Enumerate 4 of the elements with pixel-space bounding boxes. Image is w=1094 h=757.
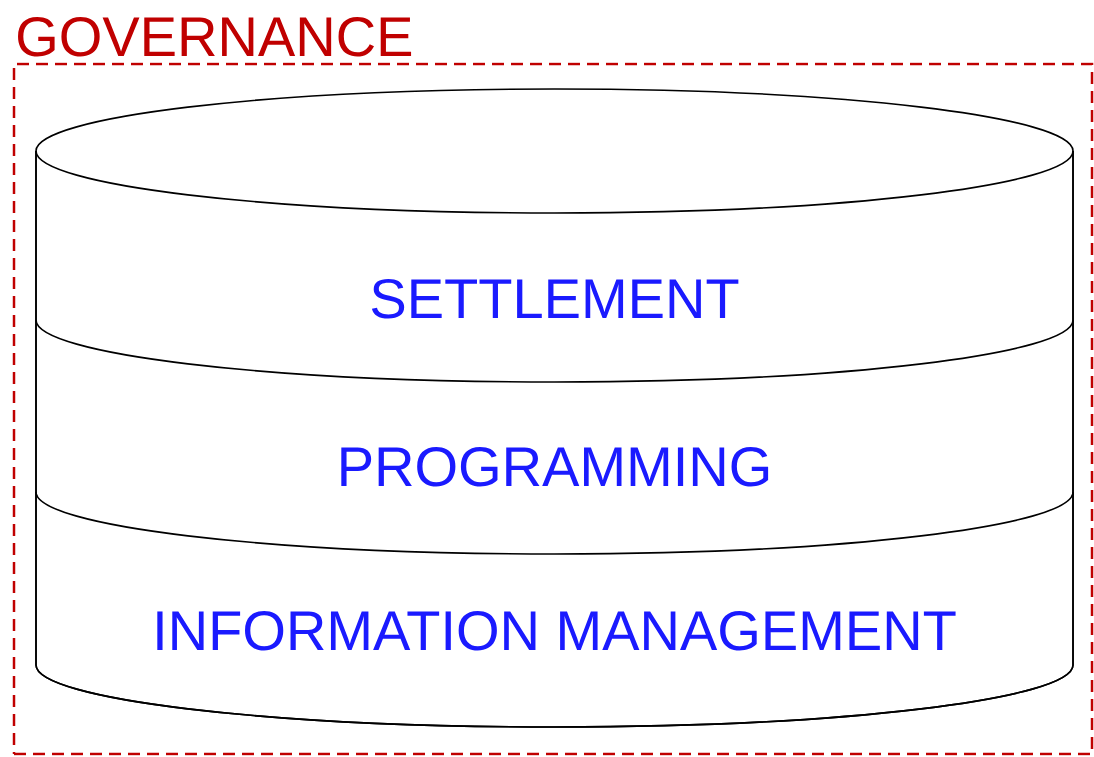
heading: GOVERNANCE (18, 16, 412, 57)
cylinder-band: SETTLEMENT (35, 150, 1074, 383)
cylinder-band: PROGRAMMING (35, 319, 1074, 555)
cylinder-band: INFORMATION MANAGEMENT (35, 491, 1074, 728)
